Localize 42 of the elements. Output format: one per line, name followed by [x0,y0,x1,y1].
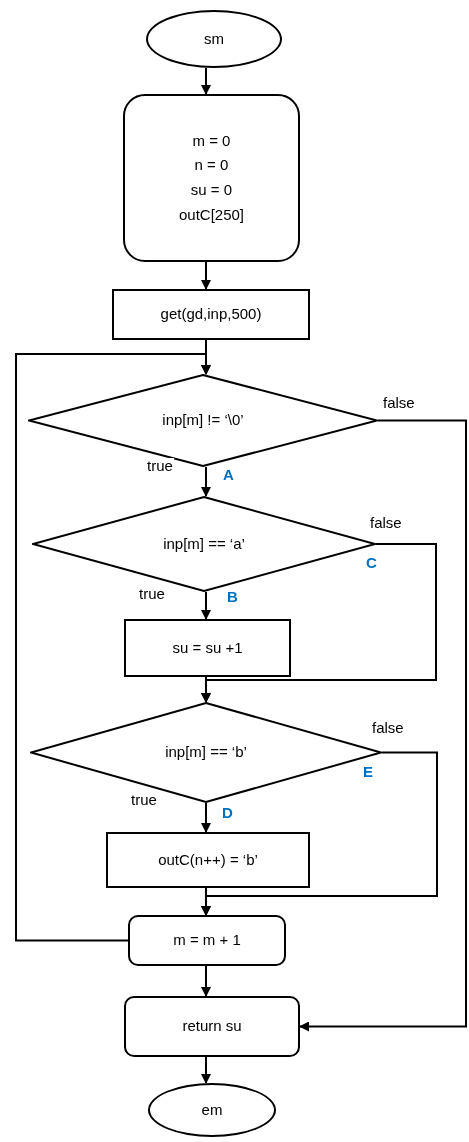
node-text: m = 0 [192,131,231,151]
node-text: inp[m] == ‘a’ [163,534,245,554]
arrow [201,261,211,290]
arrow [299,419,467,1032]
node-text: em [201,1100,223,1120]
edge-label: false [371,720,405,735]
point-marker: E [363,764,373,779]
edge-label: true [138,586,166,601]
process-box [128,915,286,966]
point-marker: D [222,805,233,820]
node-text: inp[m] != ‘\0’ [162,411,244,430]
process-box [124,996,300,1057]
node-text: outC[250] [178,205,244,225]
node-text: su = su +1 [172,638,243,658]
process-box [112,289,310,340]
edge-label: true [130,792,158,807]
node-text: m = m + 1 [173,931,241,950]
node-text: outC(n++) = ‘b’ [158,850,258,870]
node-text: inp[m] == ‘b’ [165,743,247,762]
arrow [201,466,211,497]
node-text: get(gd,inp,500) [160,305,262,324]
edge-label: false [369,515,403,530]
process-box [123,94,300,262]
node-text: su = 0 [190,181,233,200]
arrow [201,887,211,916]
arrow [15,353,211,942]
point-marker: C [366,555,377,570]
arrow [201,67,211,95]
arrow [201,965,211,997]
point-marker: B [227,589,238,604]
point-marker: A [223,467,234,482]
process-box [124,619,291,677]
arrow [201,591,211,620]
arrow [201,1056,211,1084]
process-box [106,832,310,888]
edge-label: true [146,458,174,473]
edge-label: false [382,395,416,410]
arrow [201,676,211,703]
node-text: return su [182,1017,242,1036]
node-text: n = 0 [194,156,229,175]
node-text: sm [204,29,224,49]
arrow [201,802,211,833]
